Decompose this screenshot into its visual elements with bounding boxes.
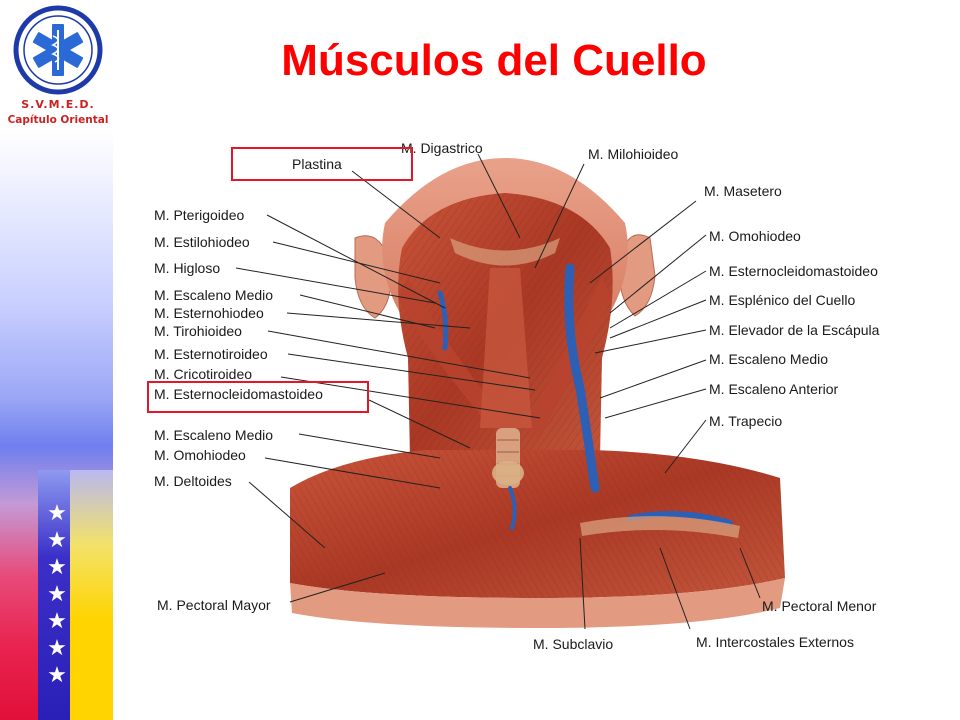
star-of-life-emblem-icon — [13, 5, 103, 95]
label-omohiodeo-right: M. Omohiodeo — [709, 228, 801, 244]
label-trapecio: M. Trapecio — [709, 413, 783, 429]
star-icon: ★ — [47, 609, 67, 634]
star-icon: ★ — [47, 663, 67, 688]
chest-fibers — [290, 450, 785, 598]
label-omohiodeo-left: M. Omohiodeo — [154, 447, 246, 463]
thoracic-vein — [508, 486, 517, 530]
scm-right — [525, 278, 612, 438]
label-plastina: Plastina — [292, 156, 342, 172]
highlight-box-plastina — [231, 147, 413, 181]
star-icon: ★ — [47, 582, 67, 607]
sidebar-blue-band — [38, 470, 72, 720]
label-deltoides: M. Deltoides — [154, 473, 232, 489]
thyroid-gland — [492, 461, 524, 485]
highlight-box-esternocleidomastoideo — [147, 381, 369, 413]
subclavian-vein — [627, 511, 733, 526]
label-escaleno-medio-right: M. Escaleno Medio — [709, 351, 829, 367]
neck-muscles-illustration — [235, 153, 785, 630]
label-digastrico: M. Digastrico — [401, 140, 483, 156]
label-esternohiodeo: M. Esternohiodeo — [154, 305, 264, 321]
right-ear — [618, 234, 656, 317]
logo-caption-line1: S.V.M.E.D. — [21, 98, 95, 111]
label-higloso: M. Higloso — [154, 260, 221, 276]
flag-stars: ★ ★ ★ ★ ★ ★ ★ — [44, 500, 70, 689]
label-pectoral-menor: M. Pectoral Menor — [762, 598, 877, 614]
star-icon: ★ — [47, 501, 67, 526]
label-esternocleidomastoideo-right: M. Esternocleidomastoideo — [709, 263, 878, 279]
label-esternotiroideo: M. Esternotiroideo — [154, 346, 268, 362]
logo-caption-line2: Capítulo Oriental — [7, 114, 109, 126]
label-milohioideo: M. Milohioideo — [588, 146, 679, 162]
label-escaleno-medio-left-1: M. Escaleno Medio — [154, 287, 274, 303]
label-esternocleidomastoideo-left: M. Esternocleidomastoideo — [154, 386, 323, 402]
label-esplenico-del-cuello: M. Esplénico del Cuello — [709, 292, 856, 308]
jugular-vein — [564, 263, 600, 493]
label-intercostales-externos: M. Intercostales Externos — [696, 634, 854, 650]
leader-lines — [235, 153, 761, 630]
hyoid-region — [450, 238, 560, 266]
left-vein — [437, 290, 449, 351]
svmed-logo: S.V.M.E.D. Capítulo Oriental — [6, 4, 110, 130]
chest-skin — [290, 578, 785, 628]
label-escaleno-anterior: M. Escaleno Anterior — [709, 381, 839, 397]
clavicle — [580, 516, 740, 538]
label-pterigoideo: M. Pterigoideo — [154, 207, 245, 223]
label-masetero: M. Masetero — [704, 183, 782, 199]
decorative-sidebar: ★ ★ ★ ★ ★ ★ ★ — [0, 0, 113, 720]
sidebar-yellow-band — [70, 470, 113, 720]
star-icon: ★ — [47, 636, 67, 661]
label-elevador-de-la-escapula: M. Elevador de la Escápula — [709, 322, 880, 338]
label-pectoral-mayor: M. Pectoral Mayor — [157, 597, 271, 613]
left-ear — [354, 235, 392, 319]
star-icon: ★ — [47, 555, 67, 580]
page-title: Músculos del Cuello — [281, 36, 707, 85]
star-icon: ★ — [47, 528, 67, 553]
label-tirohioideo: M. Tirohioideo — [154, 323, 242, 339]
label-cricotiroideo: M. Cricotiroideo — [154, 366, 253, 382]
label-escaleno-medio-left-2: M. Escaleno Medio — [154, 427, 274, 443]
label-subclavio: M. Subclavio — [533, 636, 614, 652]
label-estilohiodeo: M. Estilohiodeo — [154, 234, 250, 250]
